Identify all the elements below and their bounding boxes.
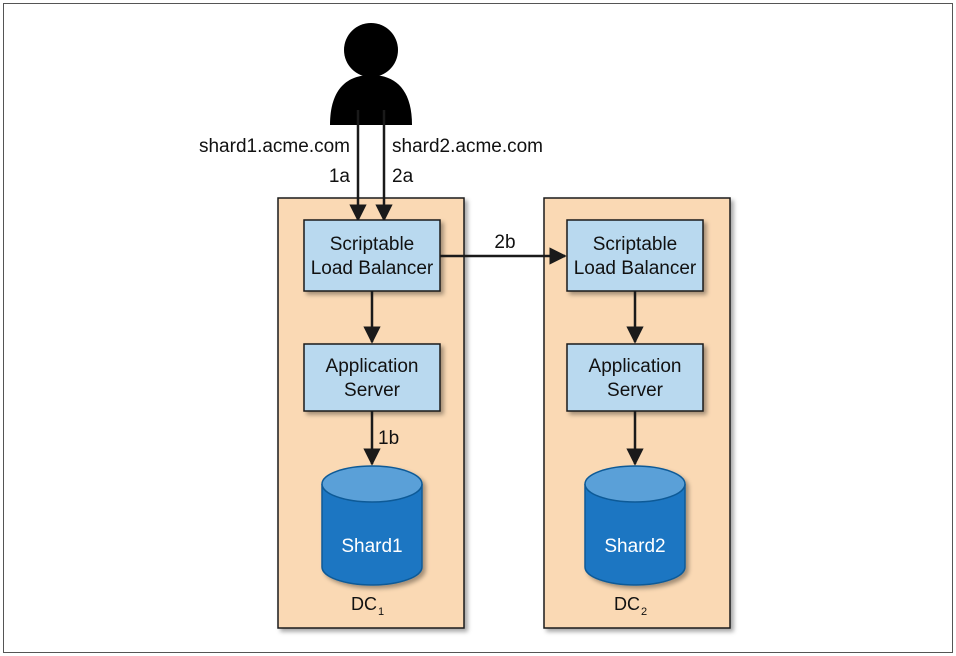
dc1-application-server [303, 343, 441, 412]
dc2-lb-label-line2: Load Balancer [574, 258, 697, 279]
outer-frame [3, 3, 953, 653]
step-1a-label: 1a [329, 166, 351, 187]
step-2a-label: 2a [392, 166, 414, 187]
hostname-shard2: shard2.acme.com [392, 136, 543, 157]
dc1-label-subscript: 1 [378, 606, 384, 618]
dc1-app-label-line1: Application [326, 356, 419, 377]
dc2-app-label-line2: Server [607, 380, 664, 401]
dc2-database-cylinder [584, 465, 686, 586]
hostname-shard1: shard1.acme.com [199, 136, 350, 157]
dc1-label: DC [351, 594, 377, 614]
dc2-application-server [566, 343, 704, 412]
dc1-app-label-line2: Server [344, 380, 401, 401]
step-1b-label: 1b [378, 428, 399, 449]
dc1-lb-label-line1: Scriptable [330, 234, 415, 255]
dc2-label: DC [614, 594, 640, 614]
dc1-database-cylinder [321, 465, 423, 586]
dc1-database-label: Shard1 [341, 536, 402, 557]
dc2-label-subscript: 2 [641, 606, 647, 618]
dc2-load-balancer [566, 219, 704, 292]
dc2-lb-label-line1: Scriptable [593, 234, 678, 255]
step-2b-label: 2b [494, 232, 515, 253]
user-icon [330, 23, 412, 125]
dc1-lb-label-line2: Load Balancer [311, 258, 434, 279]
dc1-load-balancer [303, 219, 441, 292]
dc2-database-label: Shard2 [604, 536, 665, 557]
dc2-app-label-line1: Application [589, 356, 682, 377]
